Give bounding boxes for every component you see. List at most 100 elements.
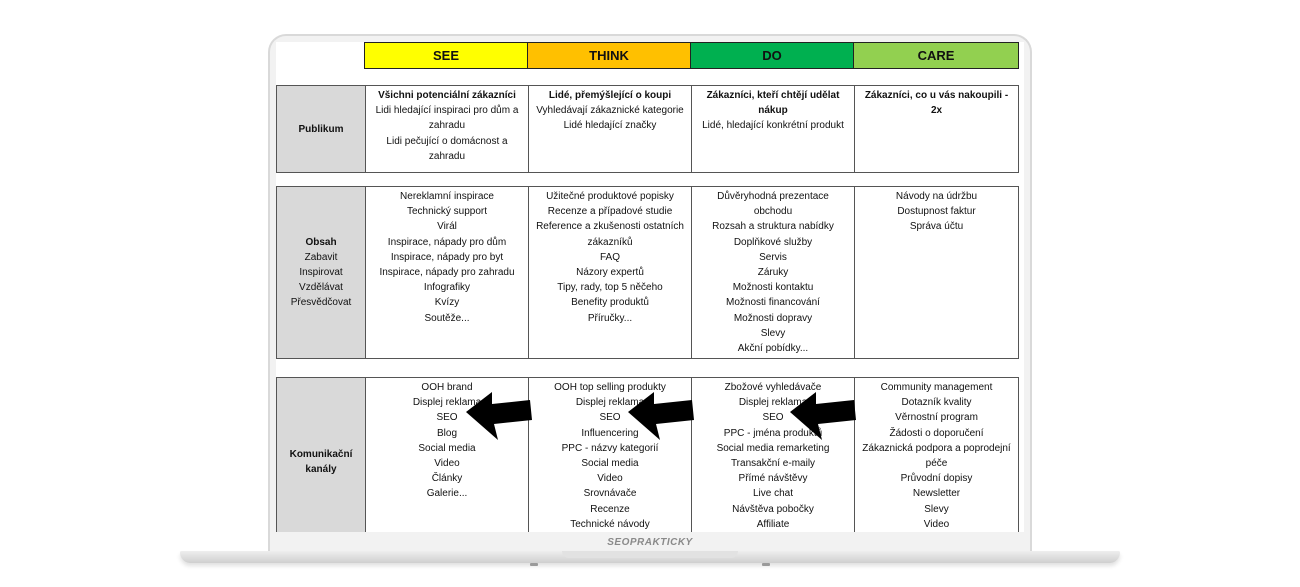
cell-line: PPC - jména produktů	[723, 427, 823, 439]
cell-line: Blog	[436, 427, 457, 439]
cell-line: Lidé, hledající konkrétní produkt	[702, 120, 844, 132]
cell-line: Dostupnost faktur	[897, 206, 976, 218]
stage-think: THINK	[528, 42, 691, 69]
cell-line: Inspirace, nápady pro zahradu	[379, 267, 515, 279]
cell-line: Rozsah a struktura nabídky	[712, 221, 834, 233]
cell-line: zahradu	[428, 120, 466, 132]
cell-line: Přímé návštěvy	[738, 473, 808, 485]
cell-line: Nereklamní inspirace	[400, 191, 494, 202]
section-label: Komunikační kanály	[277, 378, 365, 532]
cell-line: péče	[925, 458, 948, 470]
cell-line: Všichni potenciální zákazníci	[378, 90, 516, 101]
stage-see: SEE	[364, 42, 528, 69]
cell-line: FAQ	[599, 251, 620, 263]
brand-logo: SEOPRAKTICKY	[607, 537, 693, 548]
cell-line: Doplňkové služby	[733, 236, 813, 248]
cell-line: Social media remarketing	[716, 442, 830, 454]
cell-line: Video	[923, 518, 950, 530]
laptop-notch	[562, 551, 738, 558]
cell-line: Návštěva pobočky	[732, 503, 814, 515]
cell-line: Recenze	[590, 503, 630, 515]
cell-line: Žádosti o doporučení	[889, 427, 984, 439]
laptop-foot	[530, 563, 538, 566]
cell-line: Záruky	[757, 267, 789, 279]
cell-line: Názory expertů	[576, 267, 644, 279]
screen: SEE THINK DO CARE Publikum Všichni poten…	[276, 42, 1024, 532]
cell-line: Transakční e-maily	[730, 458, 816, 470]
cell-line: Možnosti dopravy	[733, 312, 813, 324]
section-label: Publikum	[277, 86, 365, 172]
cell-line: Zákazníci, kteří chtějí udělat	[706, 90, 840, 101]
cell-line: zákazníků	[587, 236, 633, 248]
cell-line: Možnosti financování	[726, 297, 820, 309]
cell-line: Displej reklama	[412, 397, 482, 409]
cell-line: Články	[431, 473, 463, 485]
cell-line: SEO	[599, 412, 621, 424]
cell-line: Newsletter	[912, 488, 961, 500]
cell-line: Affiliate	[756, 518, 790, 530]
section-label-line: Vzdělávat	[299, 282, 343, 293]
cell-line: Virál	[437, 221, 457, 233]
cell-line: Zákazníci, co u vás nakoupili - 2x	[864, 90, 1009, 117]
laptop-foot	[762, 563, 770, 566]
cell-line: Displej reklama	[738, 397, 808, 409]
cell-line: Důvěryhodná prezentace	[717, 191, 829, 202]
stage-do: DO	[691, 42, 854, 69]
stage-care: CARE	[854, 42, 1019, 69]
section-label-line: Obsah	[305, 237, 337, 248]
section-label-line: kanály	[305, 464, 337, 475]
cell-line: Tipy, rady, top 5 něčeho	[557, 282, 663, 294]
cell-line: Infografiky	[423, 282, 471, 294]
section-label-line: Přesvědčovat	[290, 297, 352, 308]
cell-line: Slevy	[924, 503, 949, 515]
cell-line: Lidé, přemýšlející o koupi	[548, 90, 672, 101]
cell-line: Užitečné produktové popisky	[546, 191, 674, 202]
arrow-icon	[628, 392, 694, 440]
section-label-line: Komunikační	[289, 449, 353, 460]
cell-line: Influencering	[581, 427, 639, 439]
cell-line: OOH top selling produkty	[554, 382, 666, 393]
cell-line: Technické návody	[570, 518, 650, 530]
cell-line: SEO	[762, 412, 784, 424]
cell-line: Inspirace, nápady pro byt	[390, 251, 504, 263]
cell-line: Lidé hledající značky	[563, 120, 657, 132]
cell-line: Možnosti kontaktu	[732, 282, 814, 294]
cell-line: zahradu	[428, 150, 466, 162]
cell-line: Lidi hledající inspiraci pro dům a	[375, 105, 519, 117]
cell-line: Průvodní dopisy	[900, 473, 973, 485]
section-label-line: Publikum	[298, 123, 344, 135]
arrow-icon	[790, 392, 856, 440]
cell-line: Slevy	[760, 327, 786, 339]
cell-line: Lidi pečující o domácnost a	[386, 135, 508, 147]
cell-line: Reference a zkušenosti ostatních	[536, 221, 684, 233]
cell-line: Akční pobídky...	[737, 343, 809, 355]
section-label-line: Zabavit	[304, 252, 338, 263]
cell-line: PPC - názvy kategorií	[561, 442, 659, 454]
cell-line: Zákaznická podpora a poprodejní	[862, 442, 1011, 454]
arrow-shape	[790, 392, 856, 440]
cell-line: Recenze a případové studie	[547, 206, 673, 218]
cell-line: Galerie...	[426, 488, 468, 500]
cell-line: Soutěže...	[424, 312, 470, 324]
cell-line: Dotazník kvality	[901, 397, 972, 409]
arrow-icon	[466, 392, 532, 440]
section-label-line: Inspirovat	[299, 267, 343, 278]
cell-line: Příručky...	[587, 312, 633, 324]
arrow-shape	[628, 392, 694, 440]
cell-line: Community management	[880, 382, 993, 393]
cell-line: obchodu	[753, 206, 793, 218]
cell-line: OOH brand	[421, 382, 473, 393]
cell-line: Inspirace, nápady pro dům	[387, 236, 507, 248]
cell-line: Social media	[581, 458, 639, 470]
cell-line: Srovnávače	[583, 488, 637, 500]
cell-line: Servis	[759, 251, 787, 263]
